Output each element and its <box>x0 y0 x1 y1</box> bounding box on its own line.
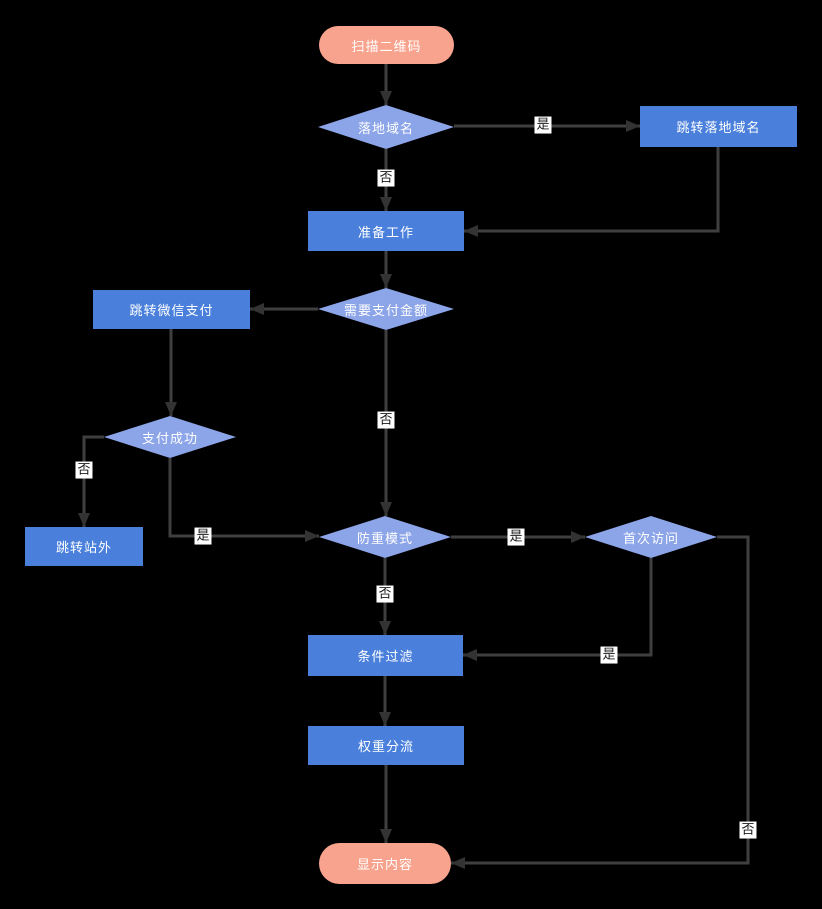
edge-label-firstvisit-no: 否 <box>739 821 757 839</box>
first-visit-label: 首次访问 <box>622 530 679 546</box>
landing-domain-label: 落地域名 <box>357 120 414 136</box>
edge-firstvisit-yes <box>463 558 653 661</box>
weight-split-label: 权重分流 <box>357 739 414 754</box>
edge-firstvisit-no <box>451 535 750 869</box>
edge-label-paysuccess-no: 否 <box>75 461 93 479</box>
need-payment-label: 需要支付金额 <box>343 302 428 318</box>
node-jump-offsite: 跳转站外 <box>25 527 143 566</box>
node-prepare-work: 准备工作 <box>308 211 464 251</box>
node-jump-wechat-pay: 跳转微信支付 <box>93 290 250 329</box>
prepare-work-label: 准备工作 <box>357 224 414 240</box>
node-condition-filter: 条件过滤 <box>308 635 463 676</box>
anti-duplicate-mode-label: 防重模式 <box>356 530 413 546</box>
condition-filter-label: 条件过滤 <box>357 649 414 664</box>
scan-qr-label: 扫描二维码 <box>351 38 422 54</box>
edge-label-firstvisit-yes: 是 <box>600 646 618 664</box>
show-content-label: 显示内容 <box>356 857 413 872</box>
node-jump-landing-domain: 跳转落地域名 <box>640 106 797 147</box>
edge-paysuccess-yes <box>168 458 319 542</box>
edge-label-antidup-no: 否 <box>376 585 394 603</box>
jump-offsite-label: 跳转站外 <box>55 540 112 555</box>
node-scan-qr: 扫描二维码 <box>319 26 454 64</box>
edge-label-needpay-no: 否 <box>377 411 395 429</box>
pay-success-label: 支付成功 <box>141 430 198 446</box>
edge-label-paysuccess-yes: 是 <box>194 527 212 545</box>
edge-label-landing-no: 否 <box>377 169 395 187</box>
jump-wechat-pay-label: 跳转微信支付 <box>129 303 214 318</box>
jump-landing-domain-label: 跳转落地域名 <box>676 120 761 135</box>
edge-jumplanding-to-prepare <box>464 147 720 237</box>
edge-label-landing-yes: 是 <box>534 116 552 134</box>
edge-label-antidup-yes: 是 <box>507 528 525 546</box>
node-show-content: 显示内容 <box>319 843 451 884</box>
edge-paysuccess-no <box>78 435 104 527</box>
node-weight-split: 权重分流 <box>308 726 464 765</box>
